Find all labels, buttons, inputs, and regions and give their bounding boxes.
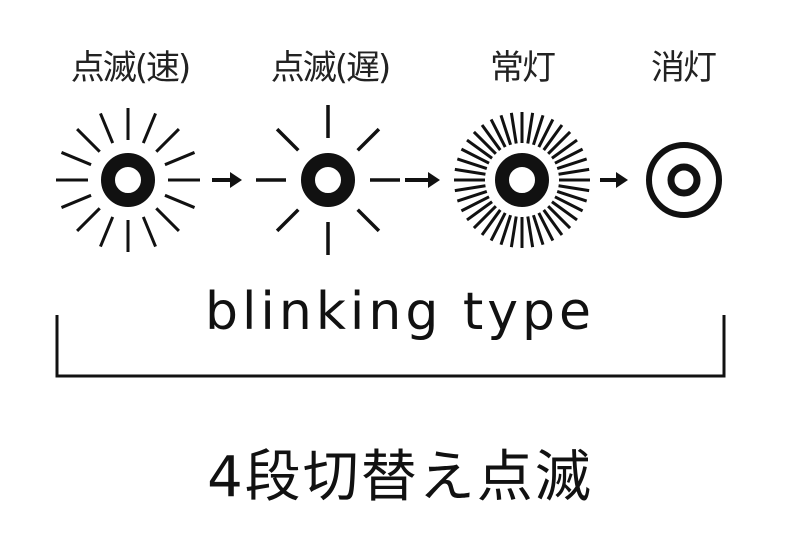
- ray: [164, 151, 196, 167]
- ray: [356, 208, 381, 233]
- ray: [155, 207, 180, 232]
- ray: [480, 209, 502, 236]
- bracket: [55, 315, 726, 378]
- ray: [499, 114, 512, 146]
- ray: [60, 151, 92, 167]
- ray: [537, 212, 555, 242]
- ray: [155, 128, 180, 153]
- arrow-3: [600, 172, 628, 188]
- fast-blink-icon: [56, 108, 200, 252]
- ray: [466, 200, 493, 222]
- mode-label-steady-on: 常灯: [490, 48, 556, 88]
- ray: [456, 157, 488, 170]
- ray: [554, 195, 584, 213]
- ray: [454, 167, 486, 176]
- lamp-ring: [301, 153, 355, 207]
- ray: [556, 157, 588, 170]
- ray: [141, 216, 157, 248]
- ray: [164, 193, 196, 209]
- ray: [472, 205, 497, 230]
- ray: [509, 216, 518, 248]
- ray: [489, 118, 507, 148]
- ray: [141, 112, 157, 144]
- arrow-1: [212, 172, 242, 188]
- ray: [554, 147, 584, 165]
- off-icon: [646, 142, 722, 218]
- ray: [526, 112, 535, 144]
- ray: [99, 216, 115, 248]
- lamp-ring: [667, 163, 701, 197]
- ray: [454, 184, 486, 193]
- ray: [466, 138, 493, 160]
- ray: [542, 209, 564, 236]
- ray: [460, 195, 490, 213]
- ray: [480, 124, 502, 151]
- ray: [509, 112, 518, 144]
- ray: [99, 112, 115, 144]
- ray: [556, 190, 588, 203]
- ray: [537, 118, 555, 148]
- ray: [489, 212, 507, 242]
- ray: [551, 200, 578, 222]
- blinking-type-label: blinking type: [204, 282, 596, 342]
- ray: [456, 190, 488, 203]
- ray: [76, 128, 101, 153]
- ray: [76, 207, 101, 232]
- ray: [526, 216, 535, 248]
- ray: [499, 214, 512, 246]
- mode-label-off: 消灯: [651, 48, 717, 88]
- lamp-outer-ring: [646, 142, 722, 218]
- ray: [460, 147, 490, 165]
- mode-label-fast-blink: 点滅(速): [70, 48, 192, 88]
- ray: [532, 214, 545, 246]
- lamp-ring: [495, 153, 549, 207]
- lamp-ring: [101, 153, 155, 207]
- ray: [542, 124, 564, 151]
- ray: [547, 130, 572, 155]
- ray: [275, 127, 300, 152]
- slow-blink-icon: [256, 105, 400, 255]
- ray: [532, 114, 545, 146]
- ray: [558, 167, 590, 176]
- mode-label-slow-blink: 点滅(遅): [270, 48, 392, 88]
- ray: [356, 127, 381, 152]
- ray: [547, 205, 572, 230]
- ray: [275, 208, 300, 233]
- ray: [472, 130, 497, 155]
- steady-on-icon: [454, 112, 590, 248]
- ray: [558, 184, 590, 193]
- ray: [60, 193, 92, 209]
- ray: [551, 138, 578, 160]
- arrow-2: [405, 172, 440, 188]
- caption: 4段切替え点滅: [207, 445, 593, 510]
